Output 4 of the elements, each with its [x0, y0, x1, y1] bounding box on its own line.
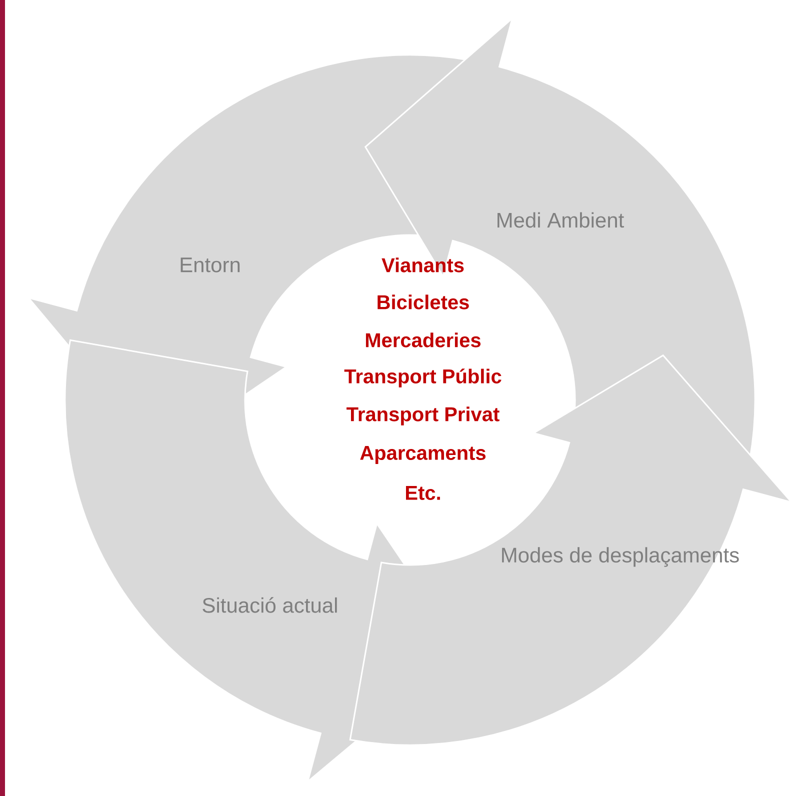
list-item: Bicicletes — [378, 294, 469, 310]
list-item: Etc. — [406, 486, 440, 500]
list-item: Vianants — [382, 258, 464, 272]
node-label: Situació actual — [202, 597, 337, 613]
